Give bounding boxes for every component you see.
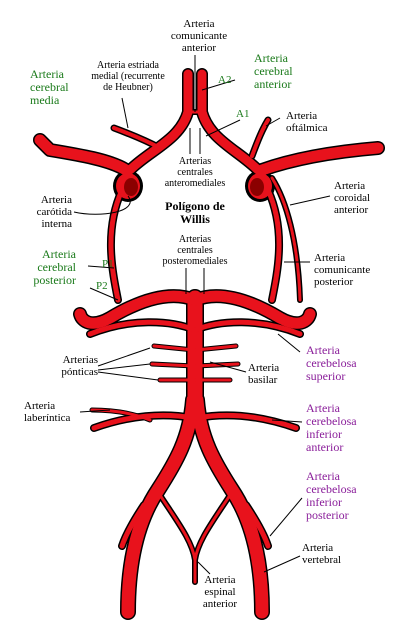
- label-oftalmica: Arteria oftálmica: [286, 110, 328, 134]
- label-laberintica: Arteria laberíntica: [24, 400, 71, 424]
- label-centrales-anteromediales: Arterias centrales anteromediales: [164, 156, 226, 189]
- label-a1: A1: [236, 108, 250, 120]
- label-poligono-willis: Polígono de Willis: [165, 199, 225, 226]
- label-cerebelosa-inferior-posterior: Arteria cerebelosa inferior posterior: [306, 469, 357, 522]
- label-carotida-interna: Arteria carótida interna: [36, 194, 72, 230]
- label-cerebral-media: Arteria cerebral media: [30, 67, 69, 107]
- label-cerebelosa-superior: Arteria cerebelosa superior: [306, 343, 357, 383]
- leader-lines: [73, 55, 331, 575]
- label-p2: P2: [96, 280, 108, 292]
- label-basilar: Arteria basilar: [248, 362, 280, 386]
- label-a2: A2: [218, 74, 232, 86]
- label-vertebral: Arteria vertebral: [302, 542, 342, 566]
- label-cerebral-anterior: Arteria cerebral anterior: [254, 51, 293, 91]
- label-comunicante-posterior: Arteria comunicante posterior: [314, 252, 371, 288]
- label-ponticas: Arterias pónticas: [61, 354, 98, 378]
- label-p1: P1: [102, 258, 114, 270]
- label-estriada-medial: Arteria estriada medial (recurrente de H…: [91, 60, 165, 93]
- label-cerebelosa-inferior-anterior: Arteria cerebelosa inferior anterior: [306, 401, 357, 454]
- label-comunicante-anterior: Arteria comunicante anterior: [170, 18, 228, 54]
- label-coroidal-anterior: Arteria coroidal anterior: [334, 180, 371, 216]
- label-centrales-posteromediales: Arterias centrales posteromediales: [162, 234, 228, 267]
- label-espinal-anterior: Arteria espinal anterior: [202, 574, 238, 610]
- artery-fills: [34, 69, 384, 619]
- label-cerebral-posterior: Arteria cerebral posterior: [33, 247, 76, 287]
